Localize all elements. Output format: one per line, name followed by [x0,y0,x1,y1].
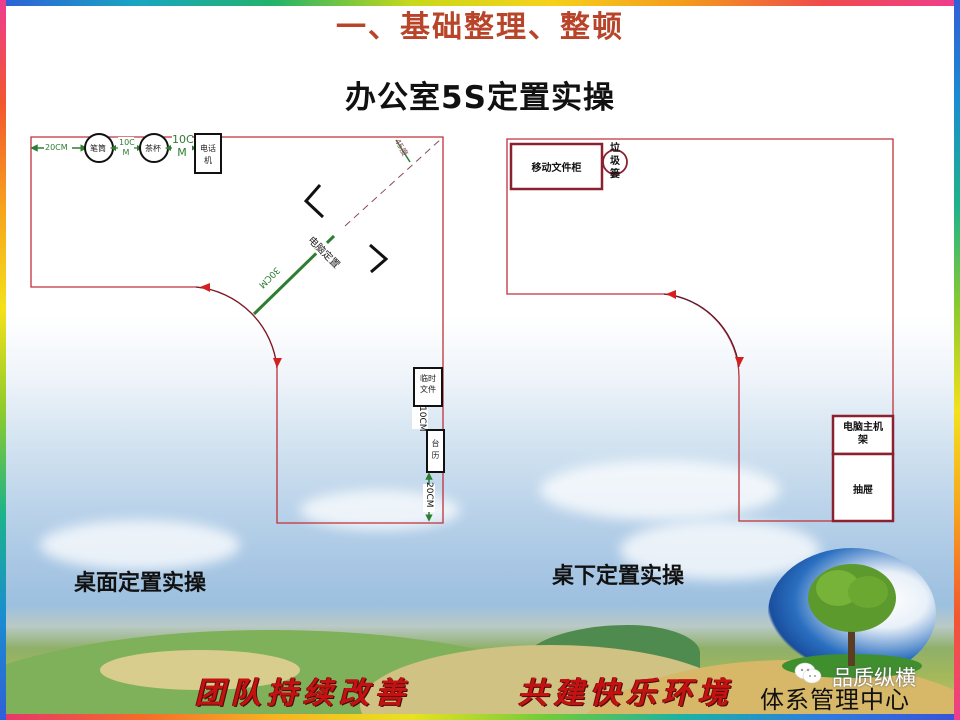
phone-shape [194,133,222,174]
arc-arrow-icon [200,283,210,292]
mobile-cabinet-label: 移动文件柜 [531,163,582,174]
measure-files-calendar: 10CM [417,406,427,432]
tea-cup-label: 茶杯 [145,144,161,153]
cloud [540,460,780,520]
calendar-label: 台 历 [431,439,440,460]
measure-calendar-edge: 20CM [424,482,434,508]
desk-outline [30,136,444,524]
host-stand-label: 电脑主机 架 [843,422,883,446]
arc-arrow-icon [735,357,744,367]
temp-files-shape [413,367,443,407]
frame-border-bottom [0,714,960,720]
page-title: 办公室5S定置实操 [345,80,615,116]
tree-emblem [768,548,936,678]
section-title: 一、基础整理、整顿 [336,10,624,45]
measure-edge-pen: 20CM [45,143,68,152]
mobile-cabinet-shape [509,142,604,191]
frame-border-top [0,0,960,6]
under-desk-caption: 桌下定置实操 [552,564,685,589]
cloud [620,520,820,580]
slogan-right: 共建快乐环境 [518,676,734,711]
department-name: 体系管理中心 [760,686,910,714]
diagonal-guide [344,138,442,227]
frame-border-left [0,0,6,720]
computer-bracket-icon [303,184,325,219]
computer-bracket-icon [369,243,389,274]
measure-pen-cup: 10C M [119,138,135,157]
arc-arrow-icon [273,358,282,368]
brand-watermark: 品质纵横 [832,666,916,690]
pen-holder-label: 笔筒 [90,144,106,153]
phone-label: 电话 机 [200,144,216,165]
hill [100,650,300,690]
cloud [40,520,240,570]
tree-icon [782,564,922,678]
desk-surface-caption: 桌面定置实操 [74,571,207,596]
wechat-icon [794,662,822,684]
measure-cup-phone: 10C M [172,133,194,159]
trash-bin-shape [602,149,628,175]
calendar-shape [426,429,445,473]
arc-arrow-icon [666,290,676,299]
temp-files-label: 临时 文件 [420,374,436,394]
drawer-label: 抽屉 [853,485,873,496]
trash-bin-label: 垃 圾 篓 [610,143,620,180]
frame-border-right [954,0,960,720]
host-stand-shape [831,414,895,456]
drawer-shape [831,452,895,523]
slogan-left: 团队持续改善 [195,676,411,711]
